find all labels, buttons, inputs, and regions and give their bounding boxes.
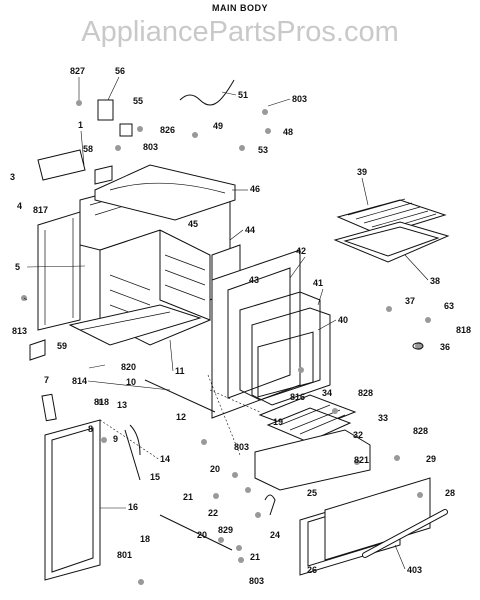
- callout-14: 14: [160, 454, 170, 464]
- callout-32: 32: [353, 430, 363, 440]
- part-callouts: 827 56 55 51 803 1 58 826 49 48 803 53 3…: [10, 66, 471, 586]
- callout-19: 19: [273, 417, 283, 427]
- callout-803d: 803: [249, 576, 264, 586]
- leader-lines: [99, 374, 261, 461]
- callout-51: 51: [238, 90, 248, 100]
- callout-34: 34: [322, 388, 332, 398]
- callout-803: 803: [292, 94, 307, 104]
- callout-21: 21: [183, 492, 193, 502]
- callout-48: 48: [283, 127, 293, 137]
- callout-20b: 20: [197, 530, 207, 540]
- callout-42: 42: [296, 246, 306, 256]
- door-latch: [29, 339, 46, 361]
- callout-11: 11: [175, 366, 185, 376]
- callout-403: 403: [407, 565, 422, 575]
- callout-43: 43: [249, 275, 259, 285]
- callout-828b: 828: [413, 426, 428, 436]
- callout-801: 801: [117, 550, 132, 560]
- callout-818b: 818: [94, 397, 109, 407]
- callout-813: 813: [12, 326, 27, 336]
- hinge-rod: [159, 514, 233, 551]
- callout-8: 8: [88, 424, 93, 434]
- callout-814: 814: [72, 376, 87, 386]
- callout-820: 820: [121, 362, 136, 372]
- support-bar: [144, 379, 216, 413]
- callout-45: 45: [188, 219, 198, 229]
- callout-829: 829: [218, 525, 233, 535]
- callout-55: 55: [133, 96, 143, 106]
- callout-15: 15: [150, 472, 160, 482]
- top-panel: [94, 164, 236, 221]
- power-cord: [179, 79, 235, 106]
- callout-803c: 803: [234, 442, 249, 452]
- callout-816: 816: [290, 392, 305, 402]
- rear-bracket: [37, 149, 86, 181]
- callout-49: 49: [213, 121, 223, 131]
- oven-door: [44, 419, 101, 581]
- callout-18: 18: [140, 534, 150, 544]
- callout-803b: 803: [143, 142, 158, 152]
- callout-13: 13: [117, 400, 127, 410]
- left-side-panel: [37, 211, 81, 331]
- callout-828: 828: [358, 388, 373, 398]
- callout-24: 24: [270, 530, 280, 540]
- callout-56: 56: [115, 66, 125, 76]
- callout-826: 826: [160, 125, 175, 135]
- callout-818: 818: [456, 325, 471, 335]
- screws: [21, 100, 431, 585]
- callout-22: 22: [208, 508, 218, 518]
- callout-28: 28: [445, 488, 455, 498]
- callout-10: 10: [126, 377, 136, 387]
- callout-7: 7: [44, 375, 49, 385]
- drawer-body: [254, 429, 371, 491]
- callout-3: 3: [10, 172, 15, 182]
- callout-41: 41: [313, 278, 323, 288]
- callout-4: 4: [17, 201, 22, 211]
- callout-37: 37: [405, 296, 415, 306]
- oven-rack: [336, 198, 447, 236]
- callout-40: 40: [338, 315, 348, 325]
- callout-33: 33: [378, 413, 388, 423]
- callout-29: 29: [426, 454, 436, 464]
- switch-cover: [97, 99, 114, 121]
- callout-26: 26: [307, 565, 317, 575]
- switch: [119, 123, 133, 137]
- callout-leaders: [23, 76, 429, 570]
- drawer-front: [299, 477, 431, 576]
- callout-44: 44: [245, 225, 255, 235]
- slide-bar: [41, 393, 57, 422]
- callout-38: 38: [430, 276, 440, 286]
- callout-817: 817: [33, 205, 48, 215]
- bottom-tray: [68, 304, 202, 346]
- clip: [264, 494, 276, 516]
- callout-58: 58: [83, 144, 93, 154]
- callout-46: 46: [250, 184, 260, 194]
- callout-39: 39: [357, 167, 367, 177]
- callout-9: 9: [113, 434, 118, 444]
- watermark: AppliancePartsPros.com: [81, 16, 399, 48]
- broiler-grid: [258, 394, 357, 443]
- callout-63: 63: [444, 301, 454, 311]
- broiler-pan: [333, 221, 450, 263]
- diagram-title: MAIN BODY: [212, 3, 268, 13]
- callout-16: 16: [128, 502, 138, 512]
- callout-821: 821: [354, 455, 369, 465]
- callout-1: 1: [78, 120, 83, 130]
- hinge-arm: [129, 424, 141, 456]
- callout-59: 59: [57, 341, 67, 351]
- callout-5: 5: [15, 262, 20, 272]
- callout-36: 36: [440, 342, 450, 352]
- callout-53: 53: [258, 145, 268, 155]
- callout-25: 25: [307, 488, 317, 498]
- ring: [412, 342, 424, 350]
- callout-827: 827: [70, 66, 85, 76]
- callout-20: 20: [210, 464, 220, 474]
- callout-21b: 21: [250, 552, 260, 562]
- door-frame: [211, 249, 331, 419]
- small-bracket: [94, 165, 113, 185]
- callout-12: 12: [176, 412, 186, 422]
